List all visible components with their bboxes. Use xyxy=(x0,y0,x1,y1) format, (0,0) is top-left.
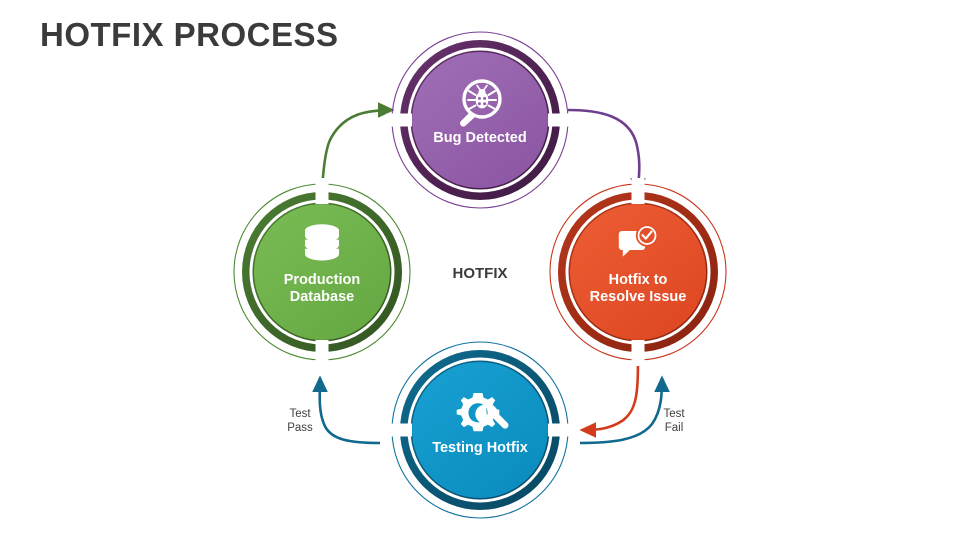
chat-check-icon xyxy=(618,224,659,257)
bug-magnifier-icon xyxy=(460,79,502,127)
connector-testing-to-db-pass xyxy=(312,375,381,445)
node-testing-hotfix[interactable] xyxy=(386,341,574,519)
connector-testing-to-hotfix-fail xyxy=(579,375,670,445)
edge-label-test-fail: Test Fail xyxy=(663,408,685,435)
connector-bug-to-hotfix xyxy=(567,108,646,195)
node-bug-detected[interactable] xyxy=(386,31,574,209)
page-title: HOTFIX PROCESS xyxy=(40,16,339,53)
gear-wrench-icon xyxy=(456,393,509,432)
connector-hotfix-to-testing xyxy=(579,351,640,438)
center-label: HOTFIX xyxy=(452,265,508,282)
node-production-database[interactable] xyxy=(233,178,411,366)
edge-label-test-pass: Test Pass xyxy=(287,408,313,435)
node-hotfix-to-resolve-issue[interactable] xyxy=(549,178,727,366)
database-icon xyxy=(305,224,339,261)
